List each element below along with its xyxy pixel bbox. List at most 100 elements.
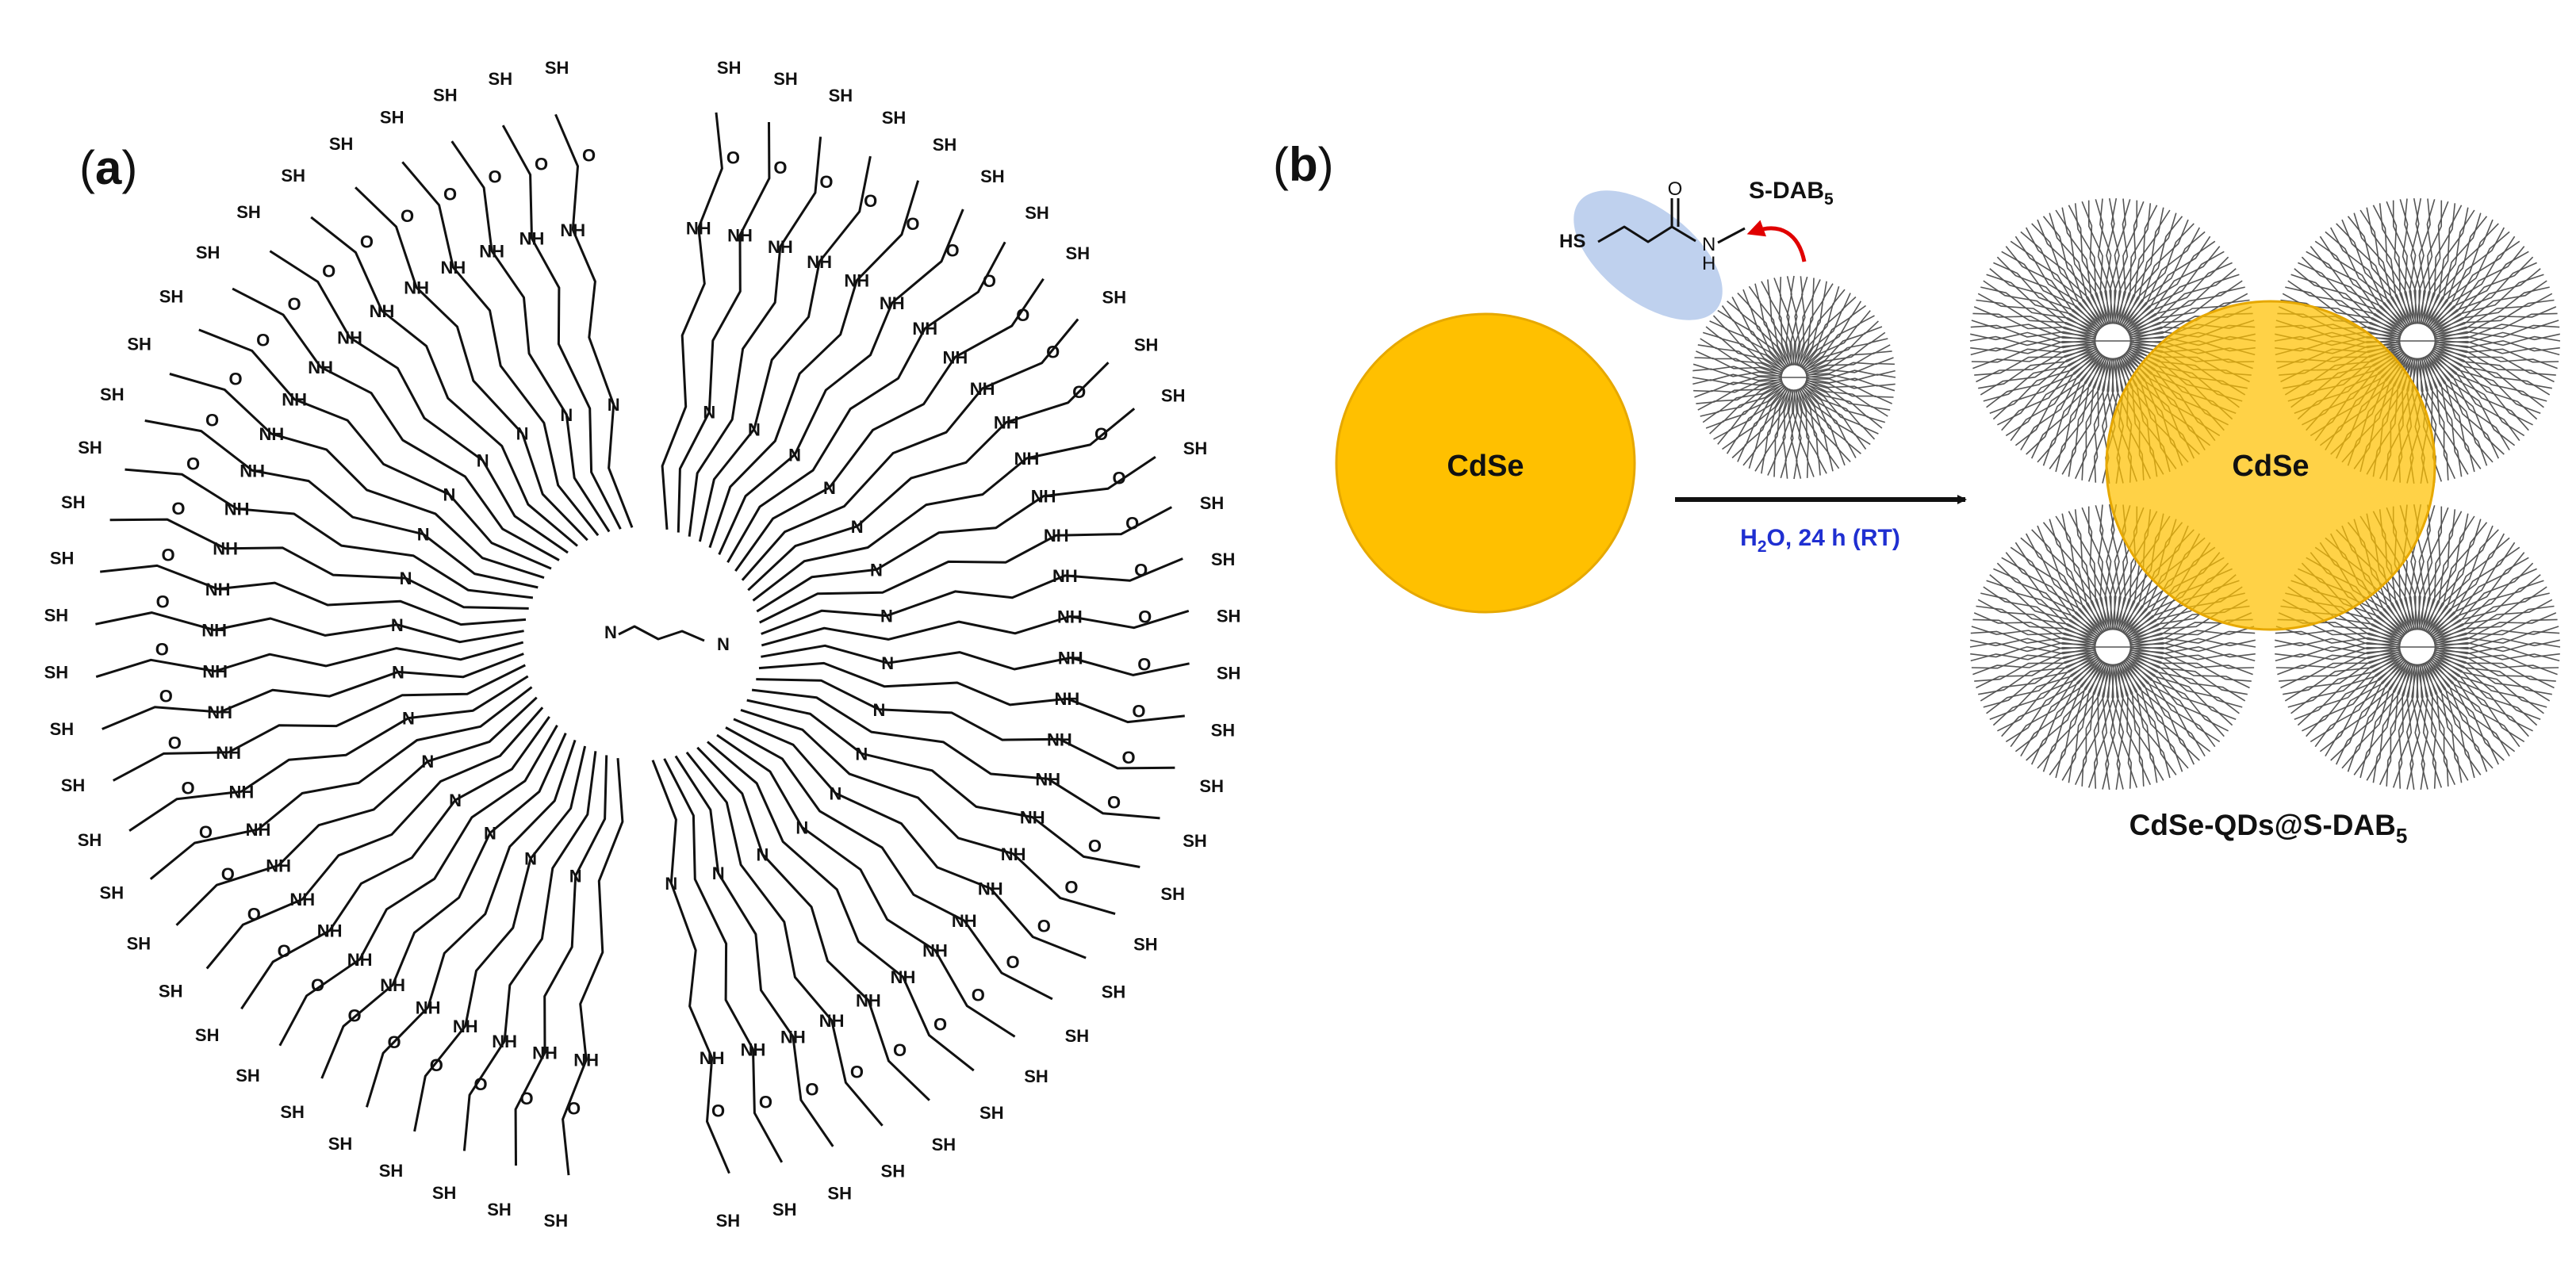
amide-nh-atom: NH (213, 539, 238, 559)
reagent-dendrimer (1692, 275, 1896, 480)
thiol-sh-atom: SH (159, 981, 183, 1001)
carbonyl-o-atom: O (205, 411, 219, 431)
mini-branch (2283, 652, 2402, 695)
mini-branch (1702, 382, 1784, 423)
ligand-thiol-label: HS (1559, 231, 1585, 252)
mini-branch (1804, 382, 1883, 429)
dendrimer-branch (198, 328, 552, 570)
cdse-label: CdSe (1447, 450, 1524, 483)
carbonyl-o-atom: O (1132, 702, 1145, 722)
mini-branch (2126, 656, 2233, 726)
amide-nh-atom: NH (1052, 566, 1078, 586)
mini-branch (1996, 562, 2099, 638)
amide-nh-atom: NH (1057, 607, 1083, 627)
carbonyl-o-atom: O (850, 1062, 864, 1082)
thiol-sh-atom: SH (432, 1183, 457, 1203)
dendrimer-branch (751, 688, 1160, 820)
carbonyl-o-atom: O (1137, 654, 1151, 674)
thiol-sh-atom: SH (933, 135, 957, 155)
mini-branch (1804, 320, 1879, 372)
mini-branch (2114, 664, 2133, 789)
branch-n-atom: N (524, 849, 537, 869)
amide-nh-atom: NH (201, 621, 227, 641)
mini-branch (2432, 592, 2550, 641)
amide-nh-atom: NH (308, 358, 333, 377)
thiol-sh-atom: SH (61, 775, 86, 795)
branch-n-atom: N (443, 485, 456, 505)
mini-branch (1796, 278, 1815, 366)
dendrimer-branch (756, 678, 1175, 770)
mini-branch (2418, 199, 2436, 324)
carbonyl-o-atom: O (287, 294, 301, 314)
mini-branch (1800, 386, 1857, 458)
mini-branch (1804, 326, 1883, 372)
mini-branch (2422, 663, 2469, 781)
mini-branch (2421, 663, 2463, 783)
thiol-sh-atom: SH (1183, 438, 1208, 458)
mini-branch (2081, 201, 2110, 324)
carbonyl-o-atom: O (489, 167, 502, 187)
mini-branch (2025, 227, 2103, 328)
dendrimer-branch (232, 287, 560, 561)
mini-branch (2120, 216, 2183, 327)
mini-branch (2428, 231, 2510, 328)
mini-branch (1754, 388, 1790, 472)
mini-branch (2129, 649, 2253, 676)
mini-branch (2431, 656, 2538, 726)
mini-branch (2122, 660, 2195, 765)
mini-branch (2061, 357, 2108, 475)
mini-branch (1977, 599, 2097, 642)
dendrimer-branch (128, 675, 529, 832)
branch-n-atom: N (608, 395, 620, 415)
mini-branch (1806, 369, 1896, 379)
mini-branch (1761, 389, 1791, 474)
mini-branch (2061, 513, 2108, 632)
mini-branch (2037, 219, 2105, 327)
product-dendrimer-bottom-right (2274, 503, 2561, 791)
mini-branch (2049, 662, 2106, 775)
carbonyl-o-atom: O (221, 864, 235, 884)
mini-branch (2341, 219, 2409, 327)
amide-nh-atom: NH (1014, 449, 1040, 469)
dendrimer-branch (696, 746, 930, 1101)
thiol-sh-atom: SH (1211, 549, 1236, 569)
amide-nh-atom: NH (404, 278, 429, 298)
carbonyl-o-atom: O (430, 1055, 443, 1075)
thiol-sh-atom: SH (1160, 884, 1185, 904)
ligand-amide-n-label: N (1702, 234, 1715, 255)
dendrimer-branch (761, 644, 1190, 676)
carbonyl-o-atom: O (278, 941, 291, 961)
mini-branch (1802, 385, 1867, 450)
thiol-sh-atom: SH (1065, 1026, 1090, 1046)
mini-branch (2126, 251, 2225, 331)
mini-branch (1697, 381, 1783, 411)
amide-nh-atom: NH (844, 271, 869, 291)
amide-nh-atom: NH (922, 940, 948, 960)
thiol-sh-atom: SH (380, 107, 404, 127)
mini-branch (2420, 201, 2449, 324)
amide-nh-atom: NH (240, 461, 265, 481)
carbonyl-o-atom: O (1037, 917, 1051, 936)
mini-branch (2005, 246, 2101, 331)
thiol-sh-atom: SH (61, 492, 86, 512)
mini-branch (1737, 293, 1788, 368)
mini-branch (1693, 378, 1783, 392)
carbonyl-o-atom: O (156, 592, 170, 612)
amide-nh-atom: NH (780, 1027, 806, 1047)
mini-branch (1803, 310, 1871, 370)
mini-branch (2014, 659, 2102, 752)
mini-branch (1970, 339, 2096, 352)
mini-branch (2432, 274, 2544, 334)
thiol-sh-atom: SH (1200, 493, 1225, 513)
mini-branch (2126, 657, 2225, 737)
dendrimer-branch (562, 757, 624, 1176)
dendrimer-branch (733, 718, 1087, 959)
dendrimer-branch (175, 696, 538, 926)
thiol-sh-atom: SH (881, 1162, 906, 1181)
dendrimer-branch (698, 155, 872, 542)
branch-n-atom: N (516, 424, 529, 444)
dendrimer-branch (726, 241, 1006, 563)
mini-branch (2423, 662, 2475, 779)
amide-nh-atom: NH (1001, 844, 1026, 864)
dendrimer-branch (718, 209, 964, 556)
